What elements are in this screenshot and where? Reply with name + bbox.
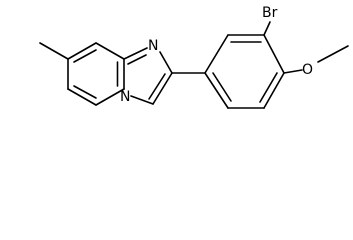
phenyl-double-2 bbox=[259, 72, 278, 103]
phenyl-bond-1 bbox=[204, 34, 229, 74]
atom-label-nitrogen-top: N bbox=[148, 38, 158, 54]
imidazole-bond-3 bbox=[152, 72, 173, 105]
methyl-bond bbox=[39, 42, 69, 60]
imidazole-bond-4 bbox=[130, 95, 154, 105]
imidazole-bond-2 bbox=[159, 51, 173, 74]
phenyl-bond-6 bbox=[204, 72, 229, 109]
phenyl-double-3 bbox=[212, 72, 232, 102]
pyridine-bond-5 bbox=[67, 88, 97, 106]
pyridine-bond-1 bbox=[67, 42, 97, 60]
oxygen-bond-ring bbox=[283, 69, 303, 74]
pyridine-double-3 bbox=[73, 85, 97, 99]
chemical-structure-diagram: N N Br O bbox=[39, 5, 349, 109]
pyridine-bond-4 bbox=[95, 88, 125, 106]
imidazole-double-1 bbox=[127, 54, 147, 65]
oxygen-bond-methyl bbox=[317, 45, 349, 63]
imidazole-double-2 bbox=[148, 73, 166, 100]
phenyl-bond-4 bbox=[263, 72, 285, 109]
imidazole-bond-1 bbox=[123, 47, 148, 60]
atom-label-bromine: Br bbox=[262, 5, 278, 21]
atom-label-nitrogen-bridge: N bbox=[120, 89, 130, 105]
atom-label-oxygen: O bbox=[302, 62, 313, 78]
pyridine-bond-2 bbox=[95, 42, 125, 60]
bromine-bond bbox=[263, 21, 271, 36]
pyridine-double-1 bbox=[73, 49, 97, 63]
phenyl-bond-3 bbox=[263, 34, 285, 74]
